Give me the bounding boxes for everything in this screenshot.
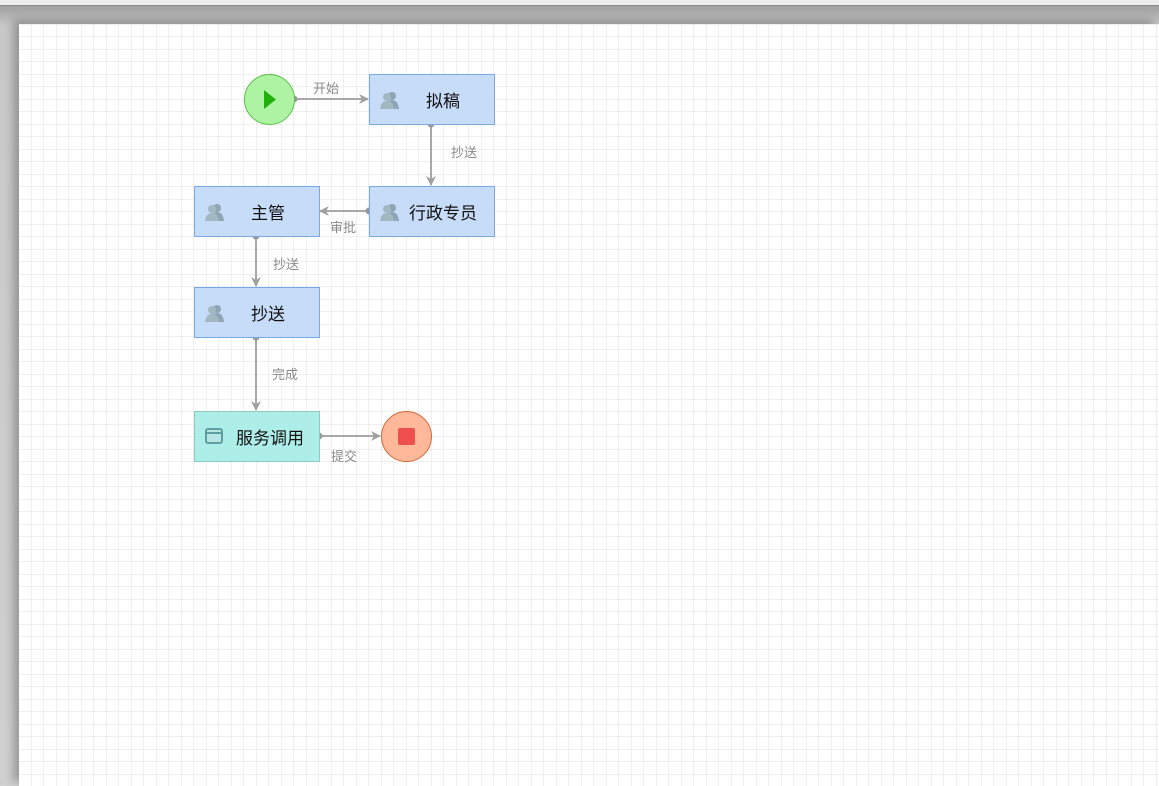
window-top-bar — [0, 0, 1159, 6]
play-icon — [264, 90, 276, 109]
edge-label-cc2: 抄送 — [273, 258, 300, 273]
users-icon — [380, 92, 399, 109]
task-admin[interactable]: 行政专员 — [369, 186, 495, 237]
window-icon — [205, 428, 223, 444]
users-icon — [380, 204, 399, 221]
task-service[interactable]: 服务调用 — [194, 411, 320, 462]
end-event[interactable] — [381, 411, 432, 462]
edge-label-complete: 完成 — [272, 368, 299, 383]
task-draft[interactable]: 拟稿 — [369, 74, 495, 125]
edge-label-approve: 审批 — [330, 221, 357, 236]
edge-label-cc1: 抄送 — [451, 146, 478, 161]
node-label: 主管 — [251, 204, 285, 224]
task-supervisor[interactable]: 主管 — [194, 186, 320, 237]
task-cc[interactable]: 抄送 — [194, 287, 320, 338]
edge-label-start: 开始 — [313, 82, 340, 97]
node-label: 行政专员 — [409, 204, 477, 224]
edge-label-submit: 提交 — [331, 450, 358, 465]
node-label: 抄送 — [251, 305, 285, 325]
stop-icon — [398, 428, 415, 445]
node-label: 拟稿 — [426, 92, 460, 112]
users-icon — [205, 204, 224, 221]
start-event[interactable] — [244, 74, 295, 125]
node-label: 服务调用 — [236, 429, 304, 449]
diagram-canvas[interactable] — [19, 24, 1159, 786]
users-icon — [205, 305, 224, 322]
